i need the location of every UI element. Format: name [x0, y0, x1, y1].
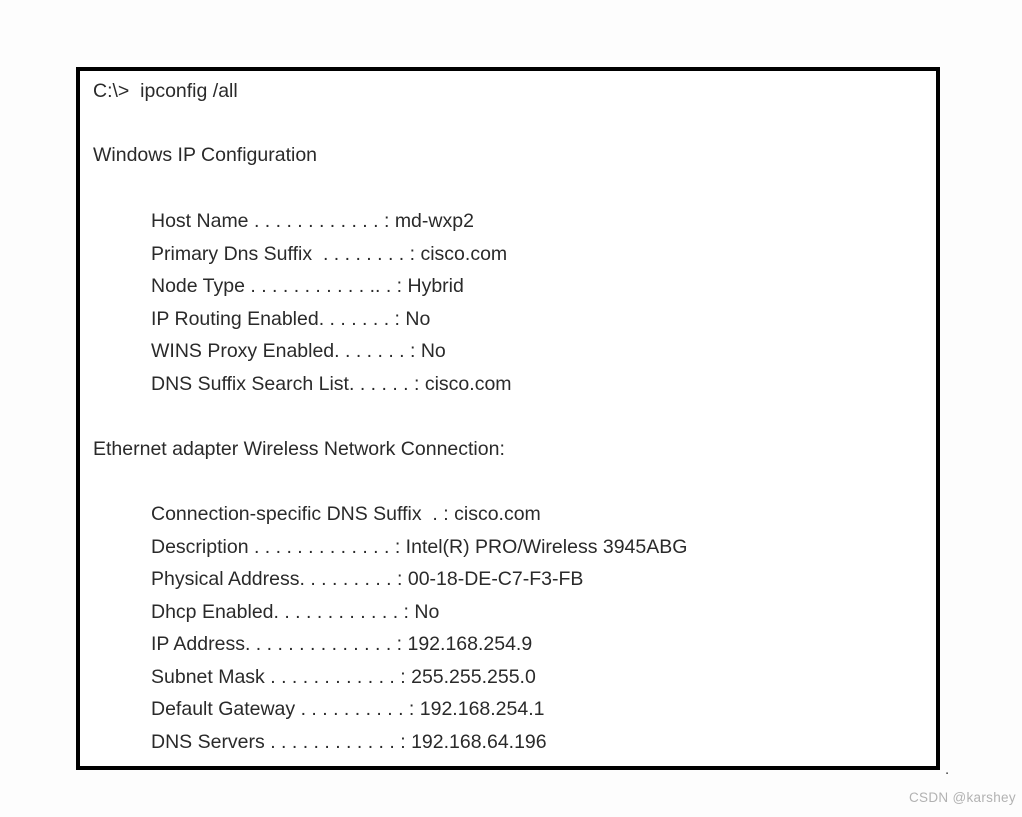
dot-leader: . . . . . . .	[334, 340, 405, 362]
config-label: Default Gateway	[151, 698, 296, 720]
config-value: : cisco.com	[404, 242, 508, 265]
config-value: : 00-18-DE-C7-F3-FB	[391, 568, 584, 590]
config-value: : Intel(R) PRO/Wireless 3945ABG	[389, 535, 688, 558]
config-value: : Hybrid	[391, 275, 464, 297]
config-value: : No	[398, 600, 440, 623]
config-row: Primary Dns Suffix . . . . . . . . : cis…	[151, 238, 512, 271]
config-value: : 192.168.64.196	[394, 730, 547, 753]
config-row: Physical Address. . . . . . . . . : 00-1…	[151, 563, 687, 596]
config-label: IP Routing Enabled	[151, 307, 319, 330]
dot-leader: . . . . . . . .	[312, 242, 405, 265]
config-label: IP Address	[151, 633, 245, 655]
config-row: Default Gateway . . . . . . . . . . : 19…	[151, 693, 687, 726]
config-row: WINS Proxy Enabled. . . . . . . : No	[151, 335, 512, 368]
config-value: : No	[404, 340, 446, 362]
config-row: Connection-specific DNS Suffix . : cisco…	[151, 498, 687, 531]
windows-ip-configuration-heading: Windows IP Configuration	[93, 144, 318, 166]
dot-leader: .	[421, 503, 438, 525]
csdn-watermark: CSDN @karshey	[909, 790, 1016, 805]
dot-leader: . . . . . . . . . . . . .	[248, 535, 390, 558]
config-label: Node Type	[151, 275, 245, 297]
config-label: Subnet Mask	[151, 665, 265, 688]
config-value: : cisco.com	[437, 503, 541, 525]
config-row: Subnet Mask . . . . . . . . . . . . : 25…	[151, 661, 687, 694]
config-label: Host Name	[151, 210, 249, 232]
config-row: DNS Servers . . . . . . . . . . . . : 19…	[151, 726, 687, 759]
config-value: : md-wxp2	[378, 210, 474, 232]
config-row: Host Name . . . . . . . . . . . . : md-w…	[151, 205, 512, 238]
config-value: : 255.255.255.0	[394, 665, 536, 688]
ethernet-adapter-heading: Ethernet adapter Wireless Network Connec…	[93, 438, 505, 460]
config-row: Description . . . . . . . . . . . . . : …	[151, 531, 687, 564]
config-value: : 192.168.254.9	[391, 633, 533, 655]
config-label: Description	[151, 535, 249, 558]
config-label: Primary Dns Suffix	[151, 242, 313, 265]
dot-leader: . . . . . . . . . . . .	[264, 730, 395, 753]
windows-ip-configuration-rows: Host Name . . . . . . . . . . . . : md-w…	[151, 205, 512, 400]
ethernet-adapter-rows: Connection-specific DNS Suffix . : cisco…	[151, 498, 687, 758]
config-row: IP Address. . . . . . . . . . . . . . : …	[151, 628, 687, 661]
config-value: : No	[389, 307, 431, 330]
config-value: : 192.168.254.1	[403, 698, 545, 720]
ipconfig-output-panel: C:\> ipconfig /all Windows IP Configurat…	[76, 67, 940, 770]
command-prompt-line: C:\> ipconfig /all	[93, 80, 238, 102]
dot-leader: . . . . . . . . . . . .	[264, 665, 395, 688]
dot-leader: . . . . . . . . . . . . . .	[244, 633, 392, 655]
config-value: : cisco.com	[408, 372, 512, 395]
config-row: Dhcp Enabled. . . . . . . . . . . . : No	[151, 596, 687, 629]
config-label: DNS Suffix Search List	[151, 372, 349, 395]
dot-leader: . . . . . . . . . . . .	[248, 210, 379, 232]
config-row: IP Routing Enabled. . . . . . . : No	[151, 303, 512, 336]
dot-leader: . . . . . . . . . .	[295, 698, 404, 720]
dot-leader: . . . . . . . . . . . .. .	[244, 275, 392, 297]
config-row: Node Type . . . . . . . . . . . .. . : H…	[151, 270, 512, 303]
dot-leader: . . . . . . .	[318, 307, 390, 330]
stray-dot-artifact: .	[945, 761, 950, 778]
config-label: WINS Proxy Enabled	[151, 340, 335, 362]
config-row: DNS Suffix Search List. . . . . . : cisc…	[151, 368, 512, 401]
config-label: Connection-specific DNS Suffix	[151, 503, 422, 525]
dot-leader: . . . . . .	[348, 372, 409, 395]
config-label: DNS Servers	[151, 730, 265, 753]
config-label: Physical Address	[151, 568, 300, 590]
dot-leader: . . . . . . . . . . . .	[273, 600, 399, 623]
dot-leader: . . . . . . . . .	[299, 568, 392, 590]
config-label: Dhcp Enabled	[151, 600, 274, 623]
